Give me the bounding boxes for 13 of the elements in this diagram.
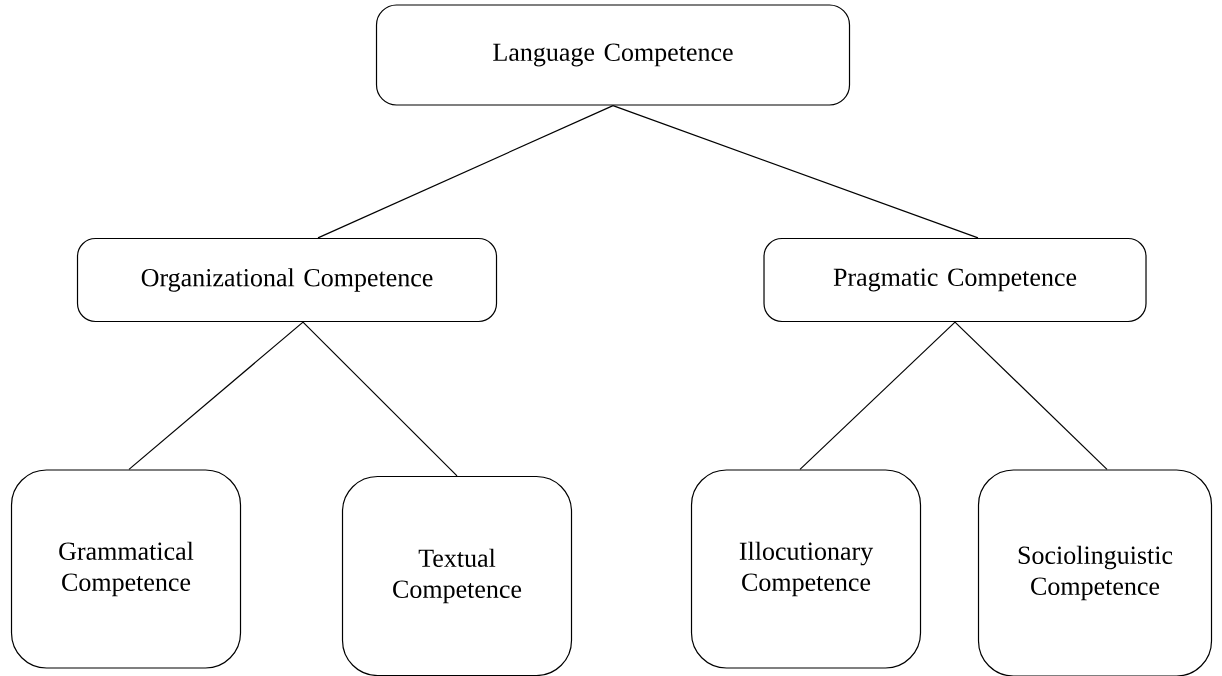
competence-box: Grammatical Competence xyxy=(10,469,242,669)
competence-box: Organizational Competence xyxy=(76,237,498,323)
connector-line xyxy=(317,105,614,239)
connector-line xyxy=(128,321,304,470)
connector-line xyxy=(954,321,1108,470)
competence-box: Language Competence xyxy=(375,4,851,106)
connector-line xyxy=(799,321,956,470)
competence-box: Sociolinguistic Competence xyxy=(977,469,1213,676)
competence-box: Illocutionary Competence xyxy=(690,469,922,669)
connector-line xyxy=(612,105,979,239)
competence-box: Textual Competence xyxy=(341,475,573,676)
competence-box: Pragmatic Competence xyxy=(763,237,1147,323)
connector-line xyxy=(302,321,458,477)
